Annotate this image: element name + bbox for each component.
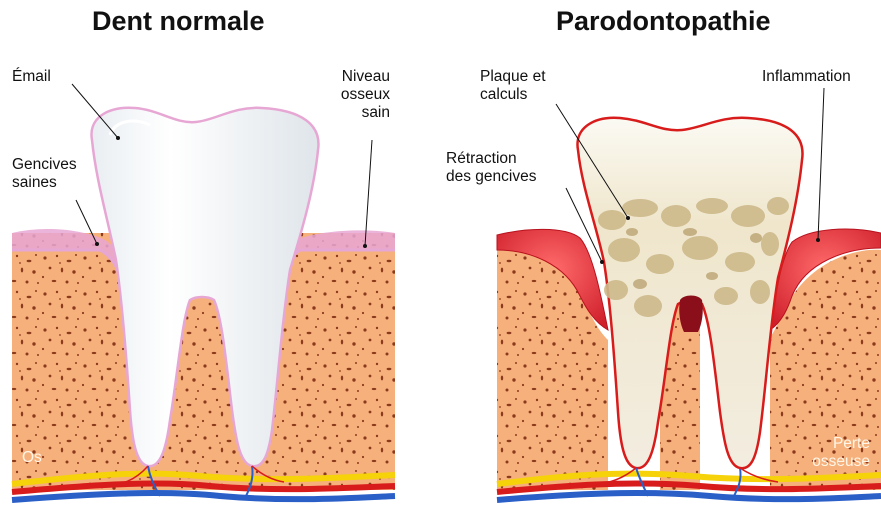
left-panel <box>12 84 395 500</box>
vein-blue-left <box>12 493 395 500</box>
label-healthy-gums-line2: saines <box>12 174 77 192</box>
title-periodontal-disease: Parodontopathie <box>556 6 771 37</box>
exposed-pulp <box>679 296 703 333</box>
label-bone: Os <box>22 449 42 467</box>
label-healthy-bone-level-line3: sain <box>318 104 390 122</box>
label-bone-loss: Perte osseuse <box>786 435 870 471</box>
leader-inflammation <box>818 88 824 240</box>
label-gum-recession-line2: des gencives <box>446 168 536 186</box>
label-plaque-calculus-line1: Plaque et <box>480 68 546 86</box>
label-healthy-gums: Gencives saines <box>12 156 77 192</box>
label-bone-loss-line2: osseuse <box>786 453 870 471</box>
vein-blue-right <box>497 493 881 500</box>
label-healthy-bone-level-line2: osseux <box>318 86 390 104</box>
label-gum-recession: Rétraction des gencives <box>446 150 536 186</box>
label-plaque-calculus: Plaque et calculs <box>480 68 546 104</box>
label-healthy-bone-level-line1: Niveau <box>318 68 390 86</box>
title-normal-tooth: Dent normale <box>92 6 265 37</box>
label-plaque-calculus-line2: calculs <box>480 86 546 104</box>
label-inflammation: Inflammation <box>762 68 851 86</box>
label-healthy-gums-line1: Gencives <box>12 156 77 174</box>
label-bone-loss-line1: Perte <box>786 435 870 453</box>
leader-niveau <box>365 140 372 246</box>
label-healthy-bone-level: Niveau osseux sain <box>318 68 390 122</box>
label-email: Émail <box>12 68 51 86</box>
label-gum-recession-line1: Rétraction <box>446 150 536 168</box>
